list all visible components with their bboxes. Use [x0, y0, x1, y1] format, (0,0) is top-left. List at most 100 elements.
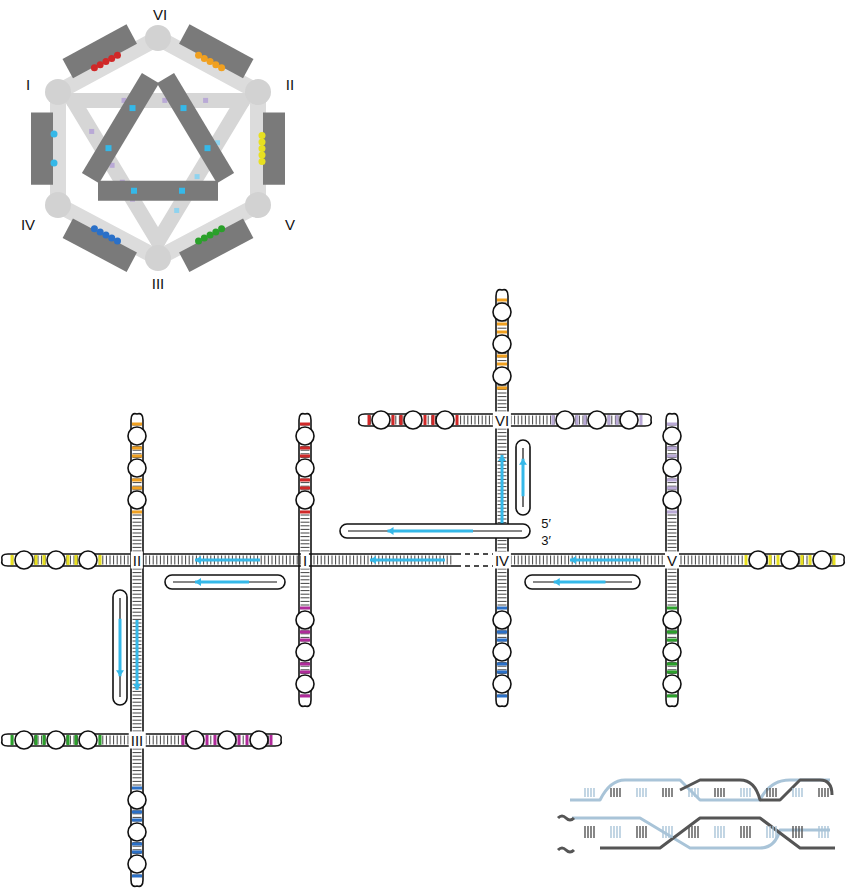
base-pair [174, 736, 175, 745]
base-pair [171, 556, 172, 565]
base-pair [321, 556, 322, 565]
loop-mark [616, 415, 619, 425]
loop-mark [456, 415, 459, 425]
loop-bulge [128, 491, 146, 509]
loop-mark [132, 875, 142, 878]
inset-base [593, 826, 594, 838]
inset-base [668, 826, 669, 838]
helix-rail [137, 565, 305, 567]
loop-bulge [663, 643, 681, 661]
base-pair [246, 736, 247, 745]
base-pair [565, 556, 566, 565]
base-pair [301, 579, 310, 580]
base-pair [178, 736, 179, 745]
inset-base [723, 788, 724, 797]
staple-segment [388, 530, 474, 533]
base-pair [658, 556, 659, 565]
loop-mark [99, 555, 102, 565]
base-pair [133, 842, 142, 843]
loop-mark [667, 479, 677, 482]
strand-arrow [554, 578, 560, 586]
base-pair [301, 450, 310, 451]
base-pair [133, 583, 142, 584]
loop-mark [801, 555, 804, 565]
inset-base [668, 788, 669, 797]
inset-base [694, 788, 695, 797]
loop-mark [300, 479, 310, 482]
base-pair [301, 641, 310, 642]
loop-bulge [436, 411, 454, 429]
base-pair [706, 556, 707, 565]
base-pair [498, 601, 507, 602]
base-pair [133, 817, 142, 818]
dark-cylinder [68, 34, 132, 69]
base-pair [498, 429, 507, 430]
base-pair [478, 416, 479, 425]
base-pair [668, 695, 677, 696]
inset-base [717, 826, 718, 838]
tube-tick [174, 208, 179, 213]
base-pair [771, 556, 772, 565]
loop-bulge [128, 427, 146, 445]
base-pair [133, 702, 142, 703]
loop-mark [667, 487, 677, 490]
helix-rail [305, 565, 456, 567]
base-pair [133, 615, 142, 616]
base-pair [467, 416, 468, 425]
inset-base [613, 826, 614, 838]
base-pair [640, 416, 641, 425]
loop-mark [497, 323, 507, 326]
base-pair [41, 556, 42, 565]
vertex-ball [145, 25, 171, 51]
loop-mark [667, 423, 677, 426]
inset-base [792, 788, 793, 797]
base-pair [133, 425, 142, 426]
staple-strand [533, 581, 632, 582]
inset-base [610, 788, 611, 797]
helix-cap [838, 554, 844, 566]
base-pair [364, 556, 365, 565]
staple-segment [501, 455, 504, 530]
staple-loop [165, 575, 285, 589]
inset-base [824, 826, 825, 838]
base-pair [133, 749, 142, 750]
base-pair [301, 529, 310, 530]
base-pair [498, 544, 507, 545]
inset-base [769, 826, 770, 838]
back-tube [73, 93, 243, 108]
loop-bulge [296, 611, 314, 629]
strand-arrow [388, 527, 394, 535]
base-pair [498, 637, 507, 638]
inset-base [775, 788, 776, 797]
base-pair [149, 556, 150, 565]
base-pair [301, 425, 310, 426]
loop-mark [400, 415, 403, 425]
base-pair [668, 525, 677, 526]
base-pair [735, 556, 736, 565]
base-pair [301, 511, 310, 512]
base-pair [301, 543, 310, 544]
base-pair [133, 515, 142, 516]
tube-tick [195, 238, 202, 245]
loop-mark [300, 447, 310, 450]
loop-bulge [620, 411, 638, 429]
loop-mark [497, 695, 507, 698]
helix-cap [645, 414, 651, 426]
base-pair [668, 479, 677, 480]
base-pair [529, 416, 530, 425]
base-pair [525, 556, 526, 565]
junction-label: II [284, 76, 296, 93]
base-pair [803, 556, 804, 565]
base-pair [99, 736, 100, 745]
loop-bulge [749, 551, 767, 569]
inset-base [746, 788, 747, 797]
helix-rail [502, 565, 672, 567]
inset-base [610, 826, 611, 838]
base-pair [301, 597, 310, 598]
base-pair [133, 716, 142, 717]
base-pair [133, 759, 142, 760]
base-pair [301, 453, 310, 454]
base-pair [395, 416, 396, 425]
base-pair [668, 453, 677, 454]
base-pair [498, 450, 507, 451]
